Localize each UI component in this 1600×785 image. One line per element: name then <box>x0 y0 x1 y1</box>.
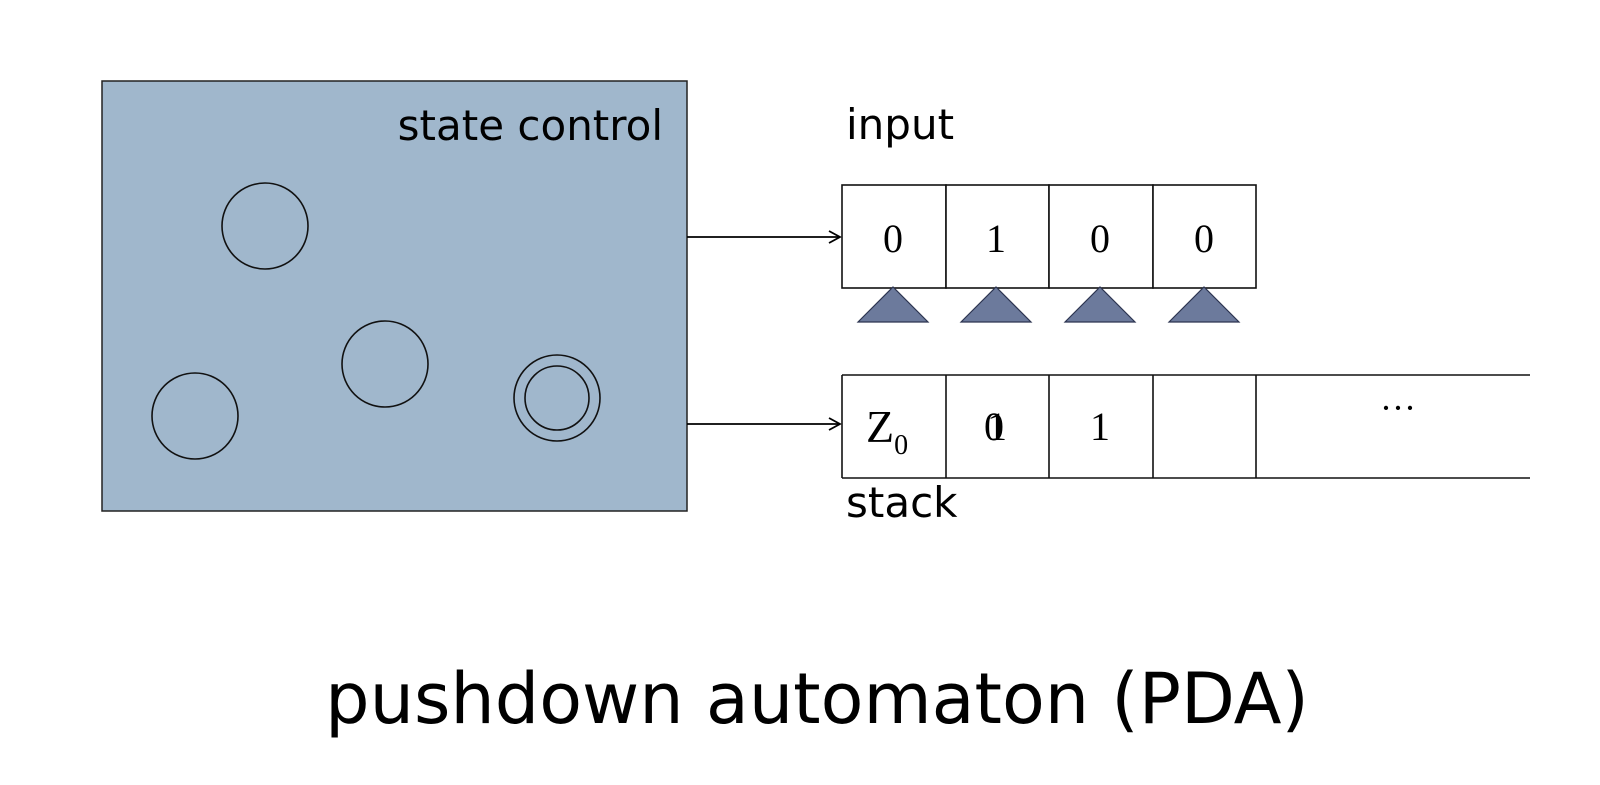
input-cell-value: 0 <box>883 216 903 261</box>
diagram-caption: pushdown automaton (PDA) <box>325 658 1309 740</box>
input-cell-value: 0 <box>1194 216 1214 261</box>
input-cell <box>1048 184 1154 289</box>
input-pointer-triangle <box>1167 286 1241 323</box>
stack-bottom-subscript: 0 <box>894 430 908 461</box>
input-pointer-triangle <box>856 286 930 323</box>
stack-cell-value: 1 <box>1090 404 1110 449</box>
state-control-box <box>101 80 688 512</box>
input-cell <box>841 184 947 289</box>
input-pointers <box>856 286 1241 323</box>
stack-tape: Z0 1 0 1 ··· <box>841 374 1530 479</box>
states <box>151 182 601 460</box>
input-pointer-triangle <box>1063 286 1137 323</box>
stack-cell-overwritten: 1 <box>987 404 1007 449</box>
stack-ellipsis: ··· <box>1380 388 1416 428</box>
state-circle <box>341 320 429 408</box>
accepting-state <box>513 354 601 442</box>
input-tape: 0 1 0 0 <box>841 184 1257 289</box>
state-circle <box>151 372 239 460</box>
stack-bottom-symbol: Z0 <box>866 401 908 461</box>
input-cell-value: 0 <box>1090 216 1110 261</box>
input-label: input <box>846 100 954 149</box>
input-pointer-triangle <box>959 286 1033 323</box>
state-circle <box>221 182 309 270</box>
stack-label: stack <box>846 478 958 527</box>
stack-cell-value: 0 <box>984 404 1004 449</box>
state-control-label: state control <box>398 101 663 150</box>
input-cell-value: 1 <box>986 216 1006 261</box>
